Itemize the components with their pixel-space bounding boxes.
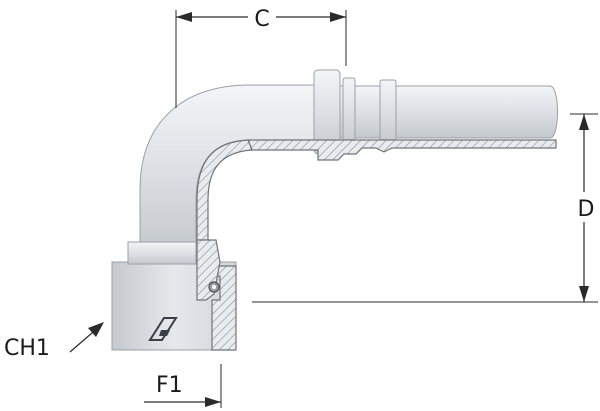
manufacturer-logo-icon	[148, 317, 178, 341]
dim-c-label: C	[254, 7, 269, 32]
o-ring-center	[212, 285, 216, 289]
dim-d-arrow-top	[579, 114, 589, 130]
dim-f1-arrow	[205, 397, 221, 407]
dim-ch1-arrow	[88, 322, 104, 337]
dim-d-arrow-bottom	[579, 286, 589, 302]
tail-collar-ring	[342, 77, 356, 145]
dim-f1-label: F1	[156, 373, 183, 398]
section-tail-wall	[247, 139, 557, 161]
dim-ch1-label: CH1	[4, 336, 50, 361]
dim-d-label-bg	[572, 192, 598, 222]
dim-c-label-bg	[248, 2, 276, 32]
tail-collar-ring-2	[379, 79, 397, 143]
nut-neck	[127, 241, 197, 265]
elbow-tube-body	[139, 84, 321, 251]
dim-c-arrow-left	[176, 12, 192, 22]
dim-c-arrow-right	[330, 12, 346, 22]
dim-d-label: D	[578, 197, 595, 222]
hose-tail	[317, 85, 558, 139]
